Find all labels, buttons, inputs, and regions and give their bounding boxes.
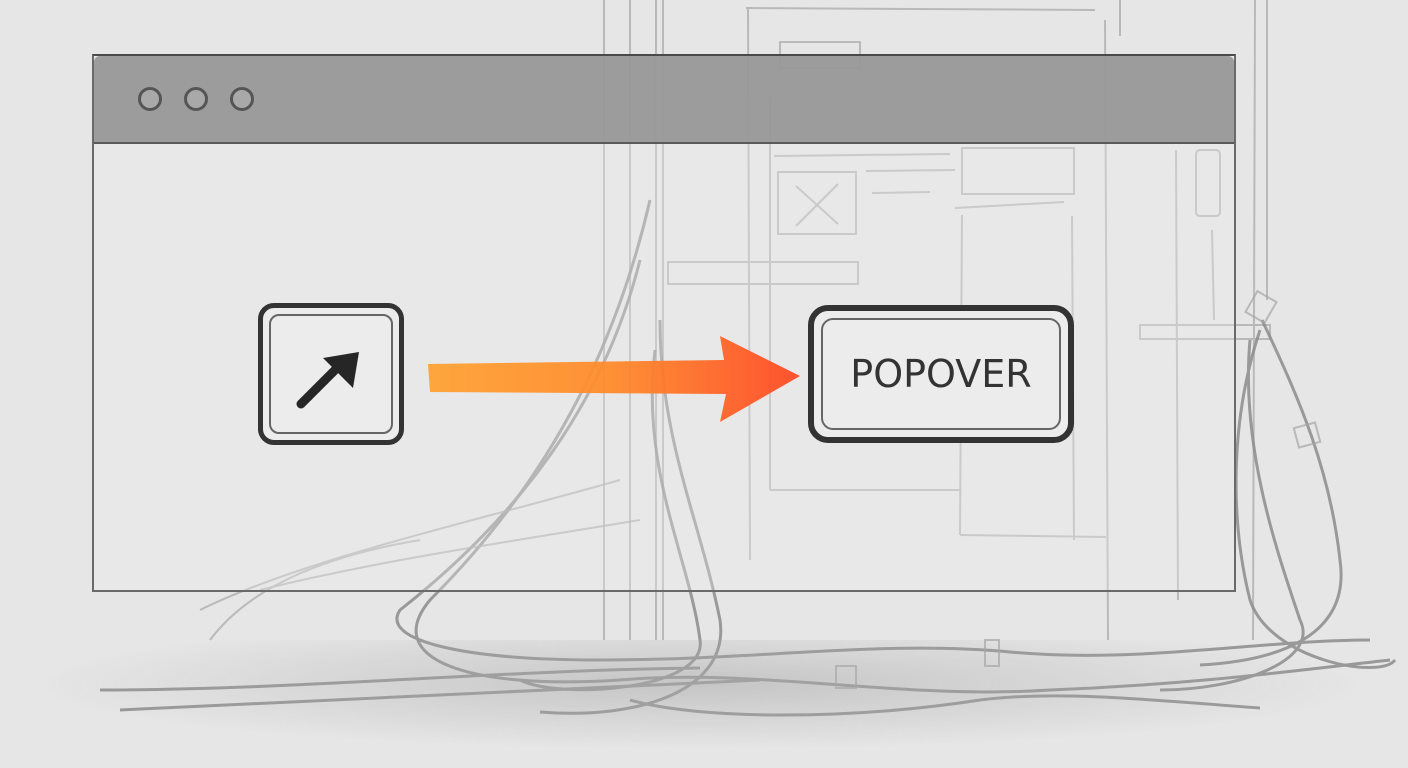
arrow-up-right-icon (296, 352, 359, 409)
window-minimize-button[interactable] (184, 87, 208, 111)
window-maximize-button[interactable] (230, 87, 254, 111)
flow-arrow-icon (428, 336, 800, 422)
floor-shadow (30, 640, 1370, 750)
popover-button[interactable]: POPOVER (808, 305, 1074, 443)
popover-button-label: POPOVER (850, 352, 1032, 396)
trigger-icon-button[interactable] (258, 303, 404, 445)
window-close-button[interactable] (138, 87, 162, 111)
window-titlebar[interactable] (94, 56, 1234, 144)
